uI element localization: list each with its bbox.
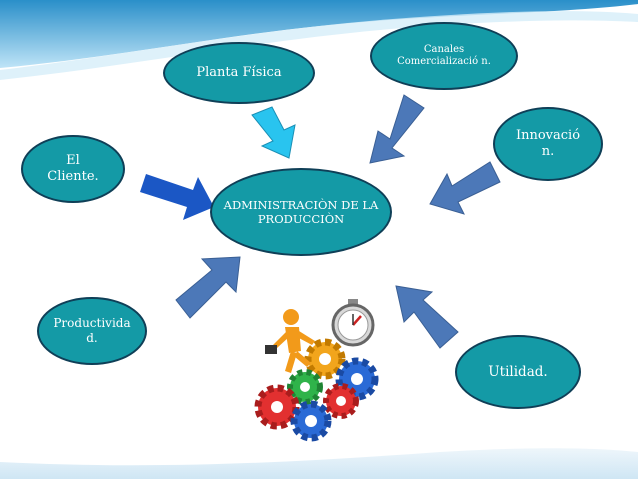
node-el-cliente: El Cliente. <box>21 135 125 203</box>
gear-red-small-icon <box>323 383 359 419</box>
node-utilidad: Utilidad. <box>455 335 581 409</box>
gear-red-icon <box>254 384 300 430</box>
node-label: Productivida d. <box>53 316 131 345</box>
node-label: Planta Física <box>196 64 282 80</box>
node-label: El Cliente. <box>47 152 99 184</box>
gears-figure-stopwatch-icon <box>254 299 379 442</box>
top-wave <box>0 0 638 80</box>
node-innovacion: Innovació n. <box>493 107 603 181</box>
node-label: Canales Comercializació n. <box>397 43 491 68</box>
node-productividad: Productivida d. <box>37 297 147 365</box>
gear-green-icon <box>287 369 323 405</box>
bottom-wave <box>0 448 638 479</box>
node-planta-fisica: Planta Física <box>163 42 315 104</box>
arrow-from-planta <box>251 106 296 159</box>
center-node: ADMINISTRACIÒN DE LA PRODUCCIÒN <box>210 168 392 256</box>
running-figure-icon <box>265 309 315 373</box>
arrow-from-innovacion <box>429 161 501 215</box>
arrow-from-utilidad <box>395 285 459 349</box>
stopwatch-icon <box>331 299 375 347</box>
node-label: Utilidad. <box>488 363 548 380</box>
arrow-from-productividad <box>175 256 241 319</box>
center-node-label: ADMINISTRACIÒN DE LA PRODUCCIÒN <box>223 197 379 226</box>
gear-orange-icon <box>304 338 346 380</box>
arrow-from-cliente <box>140 174 214 220</box>
node-canales-comercializacion: Canales Comercializació n. <box>370 22 518 90</box>
gear-blue-bottom-icon <box>290 400 332 442</box>
node-label: Innovació n. <box>515 127 581 159</box>
arrow-from-canales <box>369 94 425 164</box>
